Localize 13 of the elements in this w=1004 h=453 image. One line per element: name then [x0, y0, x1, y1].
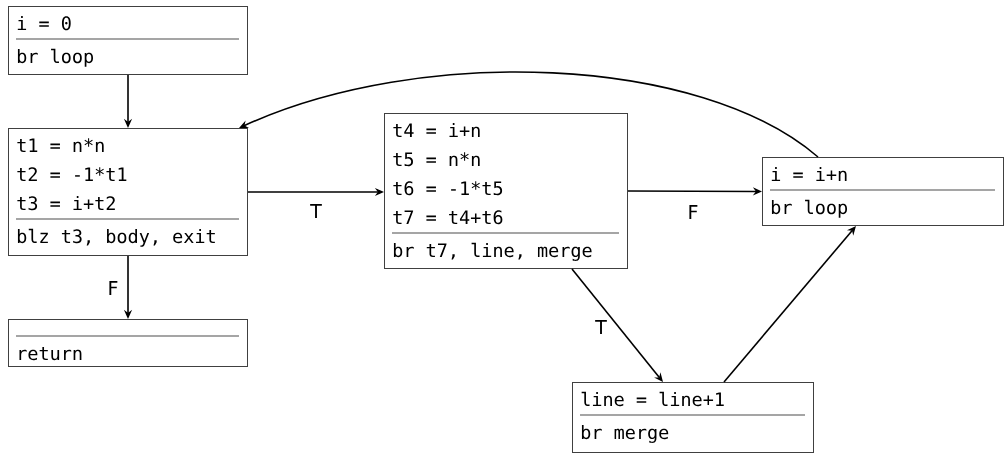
code-block: i = 0 br loop: [8, 6, 248, 75]
edge-label: F: [686, 204, 700, 220]
code-block: i = i+n br loop: [762, 157, 1004, 226]
arrow: [571, 268, 663, 382]
edge-label: F: [106, 280, 120, 296]
edge-label: T: [309, 203, 323, 219]
arrow: [723, 226, 856, 383]
arrow: [239, 71, 819, 158]
code-block: line = line+1 br merge: [572, 382, 814, 453]
code-block: return: [8, 319, 248, 367]
code-block: t1 = n*n t2 = -1*t1 t3 = i+t2 blz t3, body, exit: [8, 128, 248, 256]
edge-label: T: [594, 319, 608, 335]
code-block: t4 = i+n t5 = n*n t6 = -1*t5 t7 = t4+t6 br t7, line, merge: [384, 113, 628, 269]
